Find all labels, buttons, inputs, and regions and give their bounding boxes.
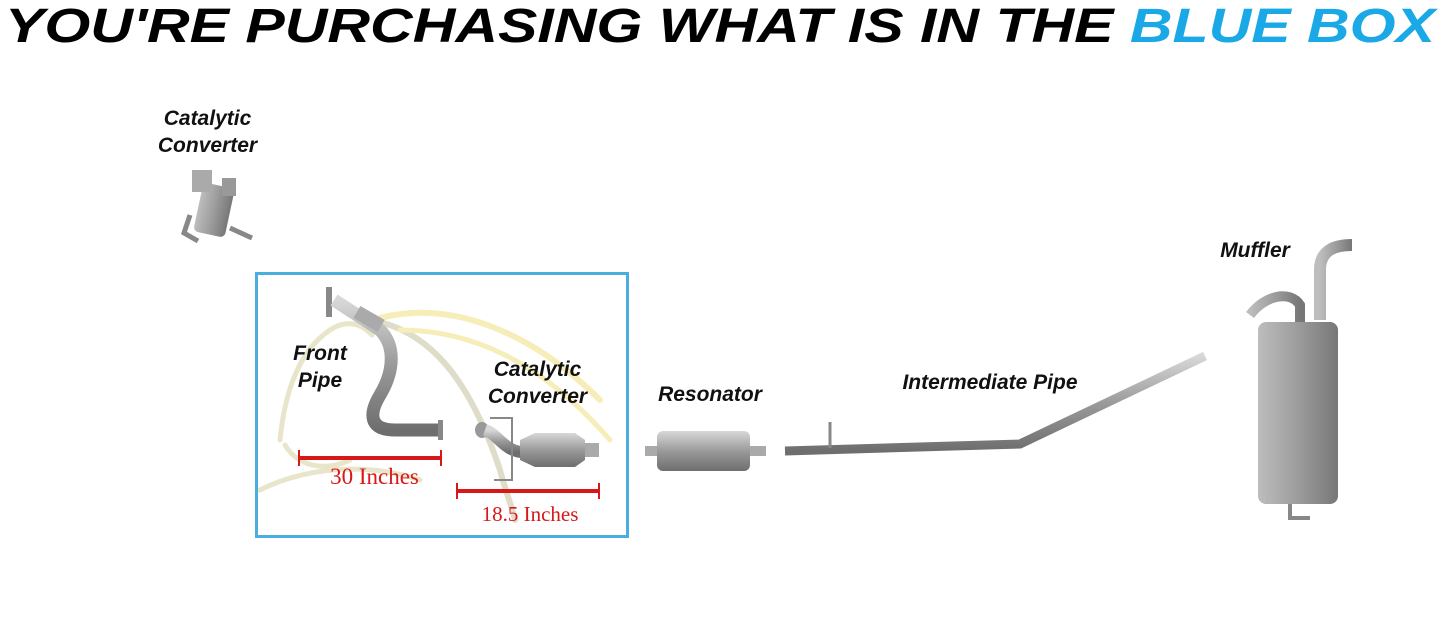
label-line: Catalytic <box>493 358 582 381</box>
label-front-pipe: Front Pipe <box>280 340 360 394</box>
resonator-image <box>645 431 766 471</box>
catalytic-converter-top-image <box>180 170 254 244</box>
label-line: Converter <box>157 134 258 157</box>
page-title: YOU'RE PURCHASING WHAT IS IN THE BLUE BO… <box>5 0 1439 53</box>
dimension-cat-converter: 18.5 Inches <box>481 502 579 526</box>
dimension-line-cat-converter <box>456 483 600 499</box>
front-pipe-image <box>326 287 443 440</box>
label-muffler: Muffler <box>1220 239 1290 262</box>
title-text: YOU'RE PURCHASING WHAT IS IN THE <box>5 0 1130 53</box>
blue-box-highlight <box>255 272 629 538</box>
label-catalytic-converter-box: Catalytic Converter <box>470 356 605 410</box>
dimension-front-pipe: 30 Inches <box>330 464 419 489</box>
label-line: Pipe <box>297 369 343 392</box>
label-line: Converter <box>487 385 588 408</box>
label-line: Catalytic <box>163 107 252 130</box>
label-resonator: Resonator <box>658 383 762 406</box>
muffler-image <box>1246 239 1353 520</box>
label-intermediate-pipe: Intermediate Pipe <box>902 371 1078 394</box>
label-catalytic-converter-top: Catalytic Converter <box>140 105 275 159</box>
label-line: Front <box>293 342 347 365</box>
catalytic-converter-image <box>475 417 599 481</box>
title-highlight: BLUE BOX <box>1130 0 1439 53</box>
intermediate-pipe-image <box>784 351 1207 456</box>
dimension-line-front-pipe <box>298 450 442 466</box>
